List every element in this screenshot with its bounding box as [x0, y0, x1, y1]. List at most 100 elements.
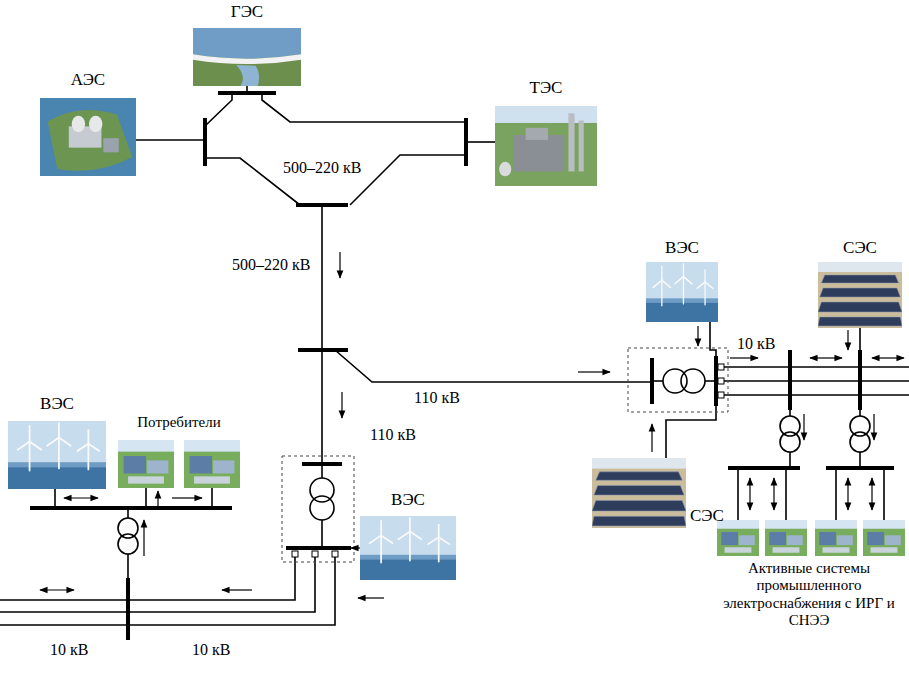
power-line — [321, 350, 323, 464]
power-line — [724, 380, 909, 382]
busbar — [858, 350, 862, 410]
power-line — [54, 489, 56, 508]
transformer-symbol — [681, 369, 705, 393]
power-line — [835, 468, 837, 520]
power-line — [211, 488, 213, 508]
power-flow-arrow — [40, 252, 904, 598]
power-line — [466, 141, 495, 143]
busbar — [464, 118, 468, 166]
voltage-label: 10 кВ — [48, 640, 90, 659]
power-flow-arrow — [578, 371, 610, 372]
switch-square — [718, 364, 724, 370]
power-line — [335, 350, 652, 382]
station-picture — [717, 520, 759, 556]
power-line — [789, 410, 791, 416]
power-line — [0, 557, 315, 612]
station-picture — [815, 520, 857, 556]
station-picture — [360, 516, 456, 580]
power-line — [0, 557, 335, 625]
power-flow-arrow — [872, 357, 904, 358]
transformer-symbol — [118, 518, 138, 538]
station-picture — [863, 520, 905, 556]
wind-farm: ВЭС — [646, 238, 718, 322]
power-flow-arrow — [873, 414, 874, 440]
power-line — [737, 468, 739, 520]
power-flow-arrow — [651, 424, 652, 452]
switch-square — [312, 551, 318, 557]
switch-square — [292, 551, 298, 557]
power-line — [789, 452, 791, 468]
station-picture — [193, 28, 301, 86]
power-flow-arrow — [157, 491, 158, 506]
power-line — [136, 139, 205, 141]
power-flow-arrow — [810, 357, 842, 358]
power-flow-arrow — [358, 597, 384, 598]
transformer-symbol — [850, 432, 870, 452]
busbar — [286, 546, 351, 550]
station-label: СЭС — [818, 238, 902, 258]
power-flow-arrow — [730, 357, 758, 358]
station-picture — [818, 262, 902, 328]
power-flow-arrow — [847, 478, 848, 510]
power-flow-arrow — [871, 478, 872, 510]
power-flow-arrow — [339, 252, 340, 278]
power-line — [859, 328, 861, 350]
station-label: Потребители — [116, 414, 242, 431]
thermal-station: ТЭС — [495, 78, 597, 186]
transformer-symbol — [780, 432, 800, 452]
consumers-group: Потребители — [116, 414, 242, 488]
busbar — [714, 356, 718, 406]
power-flow-arrow — [803, 414, 804, 440]
voltage-label: 110 кВ — [412, 388, 462, 407]
station-label: Активные системы промышленного электросн… — [712, 560, 906, 629]
solar-plant: СЭС — [592, 458, 744, 530]
power-flow-arrow — [64, 497, 98, 498]
power-line — [321, 205, 323, 350]
nuclear-station: АЭС — [40, 70, 136, 176]
power-flow-arrow — [847, 330, 848, 350]
transformer-symbol — [780, 416, 800, 436]
power-flow-arrow — [40, 589, 74, 590]
power-line — [724, 394, 909, 396]
power-flow-arrow — [222, 589, 252, 590]
power-line — [321, 520, 323, 548]
power-line — [321, 464, 323, 478]
transformer-symbol — [310, 496, 334, 520]
power-flow-arrow — [773, 478, 774, 510]
switch-square — [718, 378, 724, 384]
busbar — [296, 203, 348, 207]
power-line — [666, 406, 716, 458]
substation-frame — [282, 456, 354, 562]
active-supply-systems: Активные системы промышленного электросн… — [712, 520, 906, 631]
station-picture — [118, 440, 174, 488]
transformer-symbol — [118, 534, 138, 554]
power-line — [859, 452, 861, 468]
station-label: СЭС — [690, 506, 744, 526]
station-label: ГЭС — [193, 2, 301, 22]
switch-square — [332, 551, 338, 557]
power-flow-arrow — [172, 497, 202, 498]
busbar — [298, 348, 348, 352]
station-label: ТЭС — [495, 78, 597, 98]
power-line — [350, 155, 466, 205]
transformer-symbol — [850, 416, 870, 436]
power-flow-arrow — [341, 392, 342, 418]
station-picture — [765, 520, 807, 556]
voltage-label: 110 кВ — [368, 425, 418, 444]
voltage-label: 10 кВ — [735, 334, 777, 353]
power-line — [262, 93, 466, 122]
station-picture — [40, 98, 136, 176]
station-picture — [8, 421, 106, 489]
hydro-station: ГЭС — [193, 2, 301, 86]
station-picture — [592, 458, 686, 528]
station-picture — [8, 28, 905, 580]
station-picture — [184, 440, 240, 488]
power-line — [710, 322, 716, 356]
station-label: ВЭС — [360, 490, 456, 510]
switch-square — [718, 392, 724, 398]
power-line — [127, 554, 129, 578]
station-picture — [495, 106, 597, 186]
power-line — [859, 410, 861, 416]
busbar — [30, 506, 232, 510]
